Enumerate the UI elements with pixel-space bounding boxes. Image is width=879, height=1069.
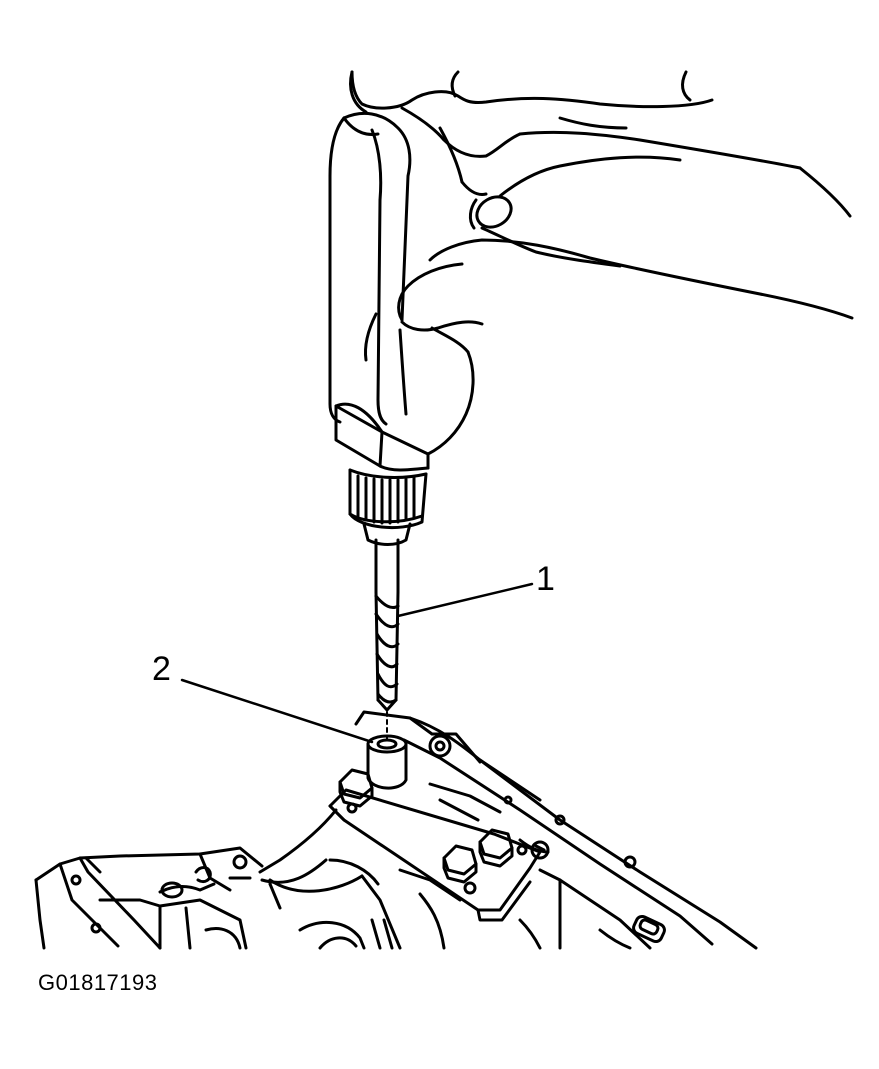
- callout-leader-1: [396, 582, 534, 618]
- plate-bolt-left: [338, 768, 374, 808]
- figure-code: G01817193: [38, 970, 158, 995]
- callout-2: 2: [152, 650, 171, 688]
- hand: [349, 70, 854, 456]
- guide-bushing: [366, 711, 408, 790]
- drill-bit: [374, 538, 400, 712]
- callout-1: 1: [536, 560, 555, 598]
- plate-bolt-right-2: [478, 828, 514, 868]
- drill-chuck: [348, 468, 428, 546]
- engine-block: [34, 710, 758, 950]
- callout-leader-2: [180, 678, 374, 744]
- plate-bolt-right-1: [442, 844, 478, 884]
- drill-body: [328, 111, 430, 472]
